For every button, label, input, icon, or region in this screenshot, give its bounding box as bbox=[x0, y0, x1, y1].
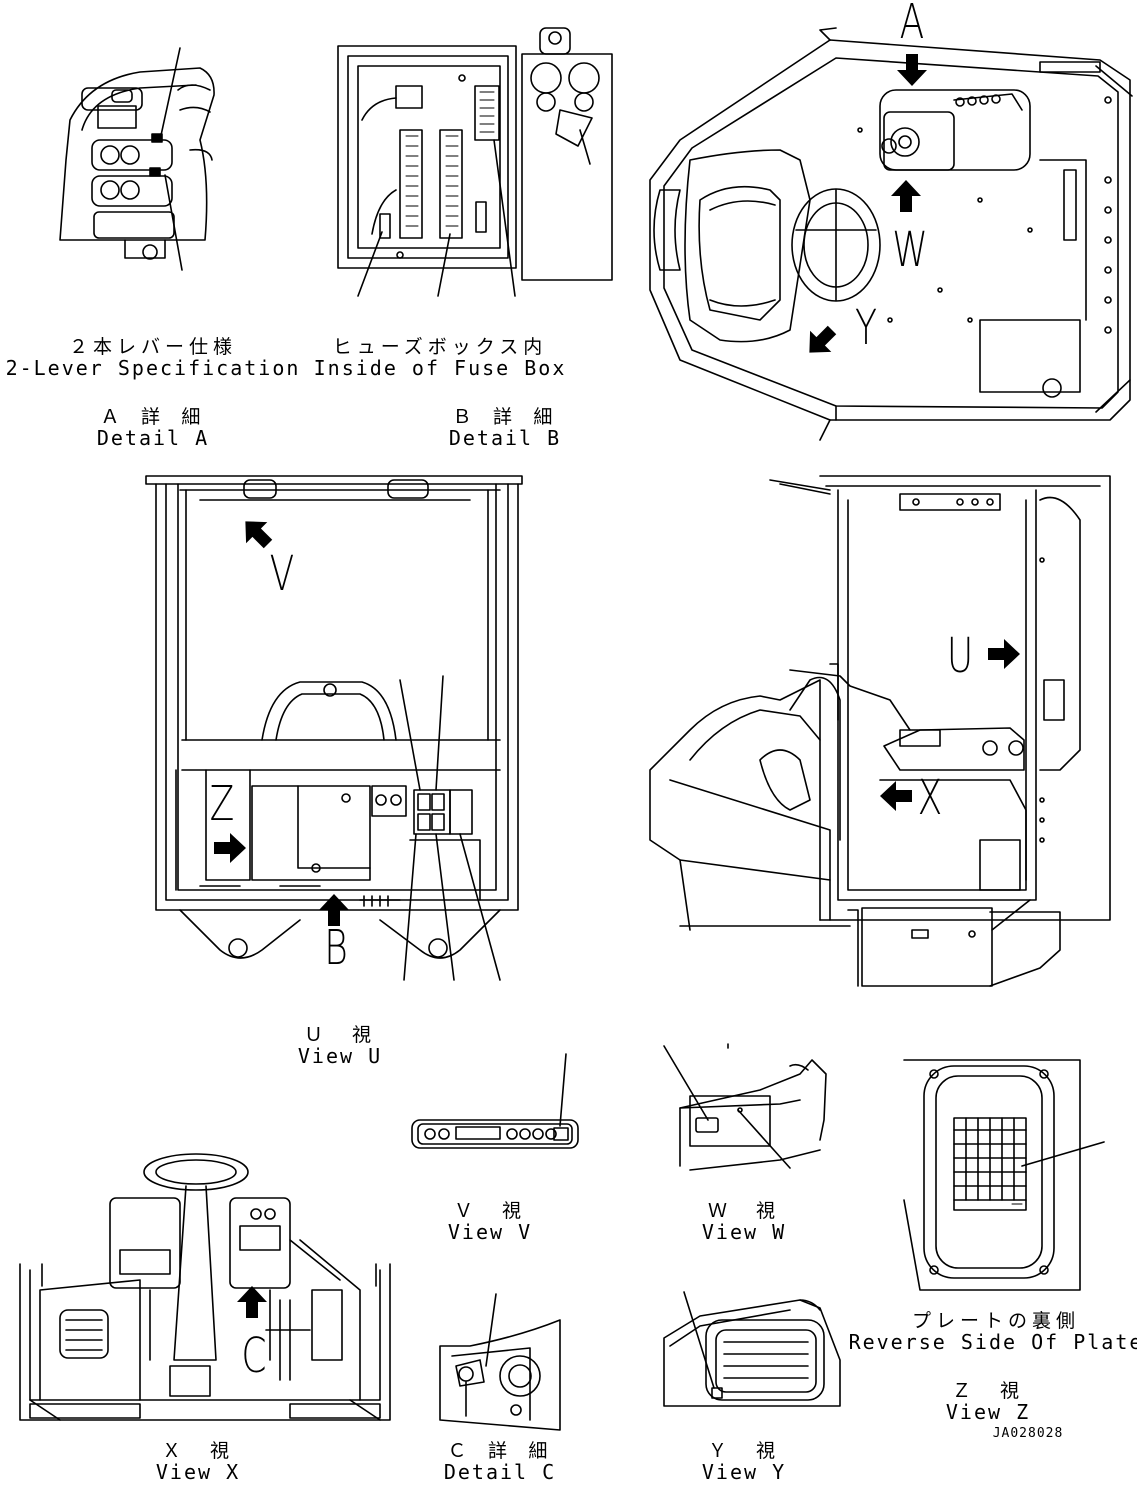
view-x-title-en: View X bbox=[155, 1460, 241, 1484]
detail-c-drawing bbox=[439, 1293, 561, 1431]
view-u-drawing bbox=[145, 475, 523, 981]
callout-z: Z bbox=[209, 776, 235, 832]
side-view-drawing bbox=[649, 475, 1111, 987]
drawing-code: JA028028 bbox=[992, 1426, 1064, 1441]
detail-c-title-en: Detail C bbox=[443, 1460, 557, 1484]
detail-b-title-en: Detail B bbox=[448, 426, 562, 450]
top-view-drawing bbox=[649, 27, 1133, 441]
detail-b-drawing bbox=[337, 27, 613, 297]
detail-b-spec-en: Inside of Fuse Box bbox=[313, 356, 567, 380]
view-y-title-jp: Ｙ 視 bbox=[707, 1440, 781, 1462]
view-y-title-en: View Y bbox=[701, 1460, 787, 1484]
callout-v: V bbox=[269, 546, 295, 602]
detail-c-title-jp: Ｃ 詳 細 bbox=[447, 1440, 553, 1462]
detail-a-spec-jp: ２本レバー仕様 bbox=[68, 336, 238, 358]
callout-b: B bbox=[324, 920, 348, 976]
view-x-title-jp: Ｘ 視 bbox=[161, 1440, 235, 1462]
view-y-drawing bbox=[663, 1291, 841, 1407]
view-v-drawing bbox=[411, 1053, 579, 1149]
view-z-title-jp: Ｚ 視 bbox=[951, 1380, 1025, 1402]
view-v-title-jp: Ｖ 視 bbox=[453, 1200, 527, 1222]
detail-b-title-jp: Ｂ 詳 細 bbox=[452, 406, 558, 428]
detail-a-title-en: Detail A bbox=[96, 426, 210, 450]
view-w-title-jp: Ｗ 視 bbox=[707, 1200, 781, 1222]
callout-w: W bbox=[892, 222, 928, 278]
callout-x: X bbox=[917, 770, 943, 826]
detail-b-spec-jp: ヒューズボックス内 bbox=[332, 336, 548, 358]
detail-a-title-jp: Ａ 詳 細 bbox=[100, 406, 206, 428]
view-z-spec-jp: プレートの裏側 bbox=[911, 1310, 1081, 1332]
callout-a: A bbox=[899, 0, 925, 50]
callout-c: C bbox=[241, 1328, 267, 1384]
view-z-drawing bbox=[903, 1059, 1105, 1291]
view-u-title-en: View U bbox=[297, 1044, 383, 1068]
view-z-title-en: View Z bbox=[945, 1400, 1031, 1424]
view-w-drawing bbox=[663, 1043, 827, 1171]
view-z-spec-en: Reverse Side Of Plate bbox=[848, 1330, 1137, 1354]
detail-a-spec-en: 2-Lever Specification bbox=[5, 356, 301, 380]
view-v-title-en: View V bbox=[447, 1220, 533, 1244]
view-x-drawing bbox=[19, 1153, 391, 1421]
view-u-title-jp: Ｕ 視 bbox=[303, 1024, 377, 1046]
detail-a-drawing bbox=[59, 47, 215, 271]
callout-u: U bbox=[946, 628, 974, 684]
view-w-title-en: View W bbox=[701, 1220, 787, 1244]
callout-y: Y bbox=[855, 300, 877, 356]
